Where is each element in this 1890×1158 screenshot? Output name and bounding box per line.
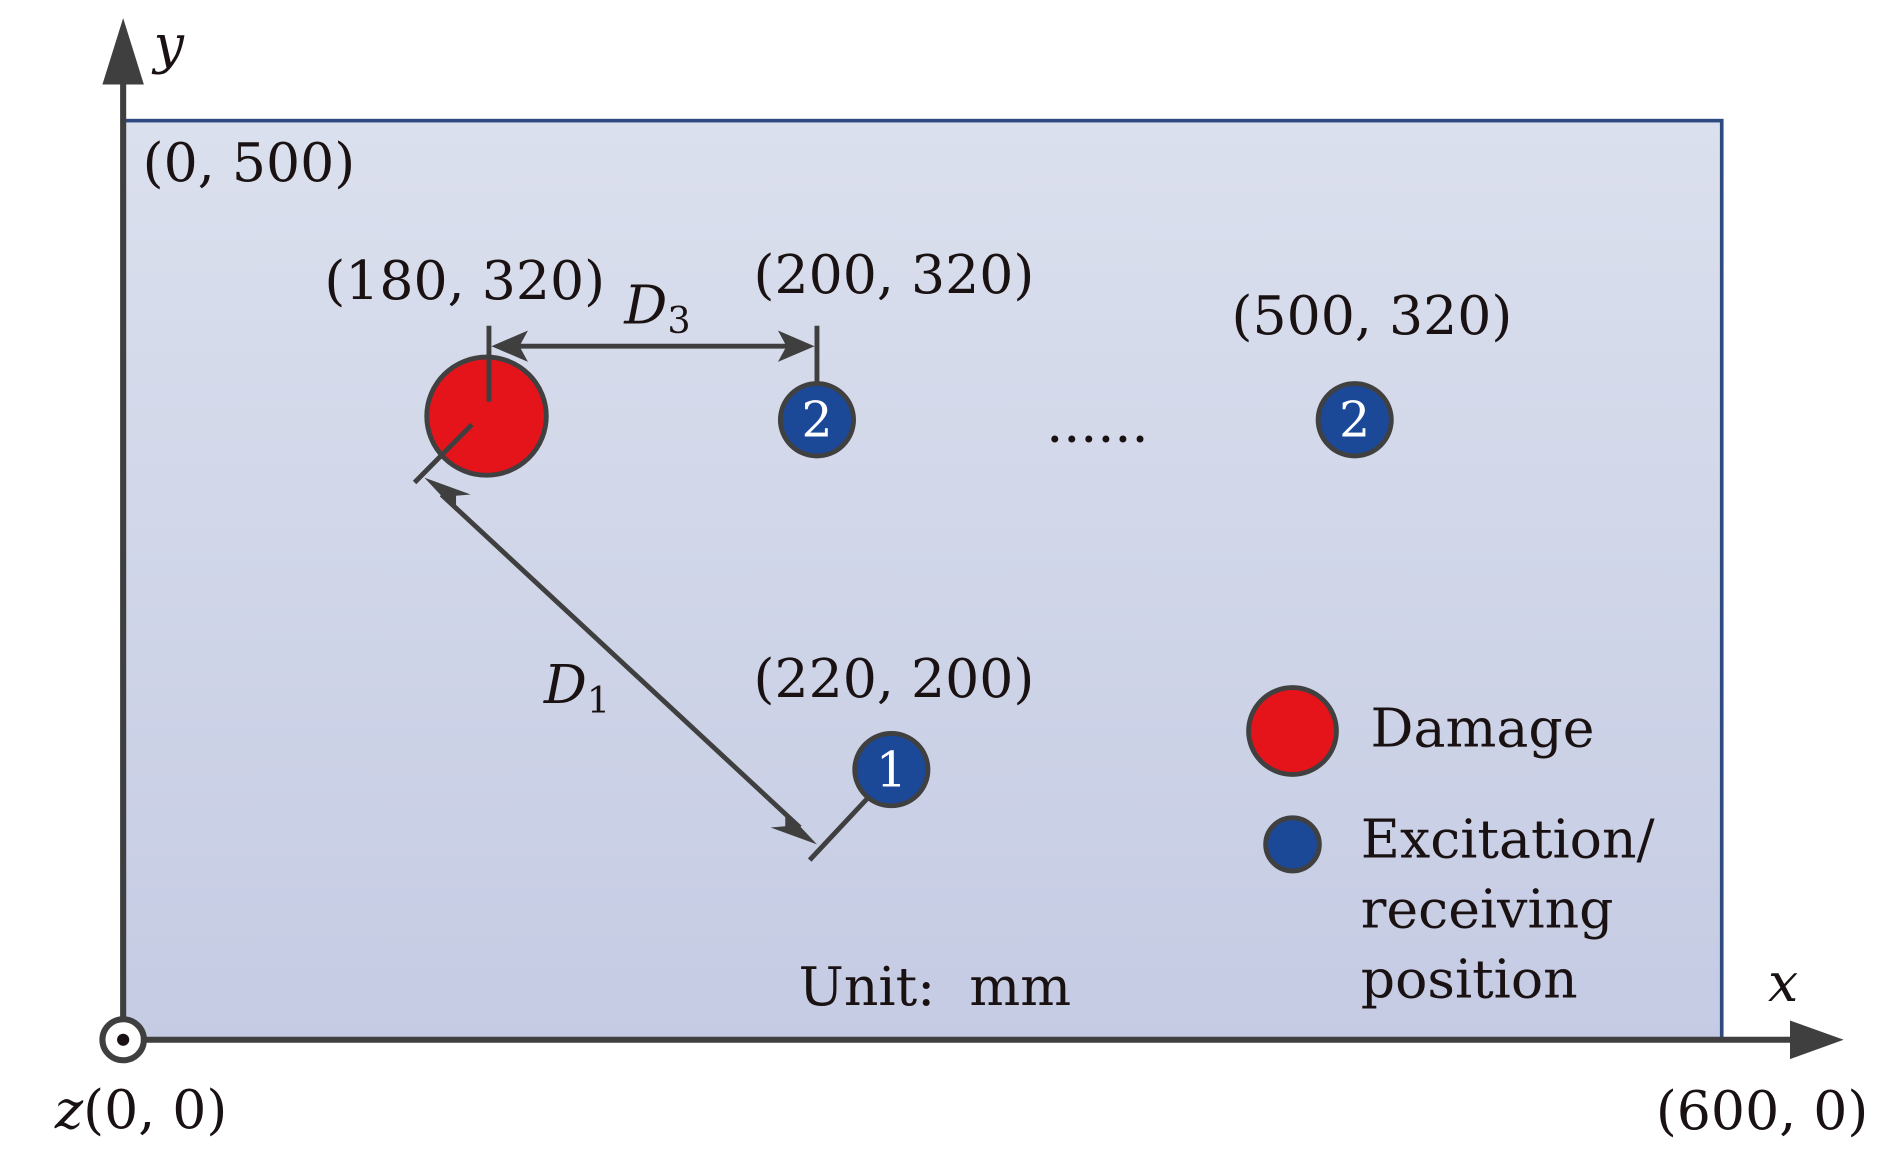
origin-coordinates: (0, 0) [83,1078,227,1141]
transducer-number: 2 [801,393,832,449]
legend-transducer-label-line3: position [1361,948,1578,1011]
d1-tick-damage [412,422,474,485]
x-axis-arrowhead [1790,1020,1844,1060]
legend: Damage Excitation/ receiving position [1246,685,1655,1011]
d1-label: D1 [543,654,610,722]
legend-damage-label: Damage [1371,697,1595,760]
transducer-number: 1 [876,743,907,799]
y-axis-label: y [152,13,185,76]
legend-transducer-label-line1: Excitation/ [1361,808,1655,871]
transducer-number: 2 [1339,393,1370,449]
y-axis-arrowhead [102,18,144,85]
z-axis-out-of-plane-icon [99,1016,147,1064]
legend-damage-swatch [1246,685,1339,777]
corner-bottom-right-label: (600, 0) [1656,1079,1868,1142]
d3-label: D3 [623,274,690,342]
transducer-coordinate-label: (220, 200) [754,647,1035,710]
unit-note: Unit: mm [799,955,1071,1018]
corner-top-left-label: (0, 500) [143,131,355,194]
transducer-coordinate-label: (200, 320) [754,243,1035,306]
transducer-marker [1315,381,1394,459]
plate-rectangle [121,118,1724,1042]
origin-label: z(0, 0) [54,1078,228,1141]
z-axis-label: z [54,1078,84,1141]
damage-coordinate-label: (180, 320) [324,249,605,312]
transducer-coordinate-label: (500, 320) [1232,284,1513,347]
transducer-marker [777,381,856,459]
d3-arrowhead-right [777,330,815,362]
d3-arrowhead-left [491,330,528,362]
d1-arrowhead-lower [770,810,817,845]
d1-arrowhead-upper [424,477,471,512]
x-axis-label: x [1768,951,1798,1014]
legend-transducer-swatch [1263,815,1322,874]
d1-dimension-line [439,492,802,830]
legend-transducer-label-line2: receiving [1361,878,1614,941]
ellipsis-more-positions: ...... [1046,392,1148,455]
transducer-marker [852,730,931,809]
